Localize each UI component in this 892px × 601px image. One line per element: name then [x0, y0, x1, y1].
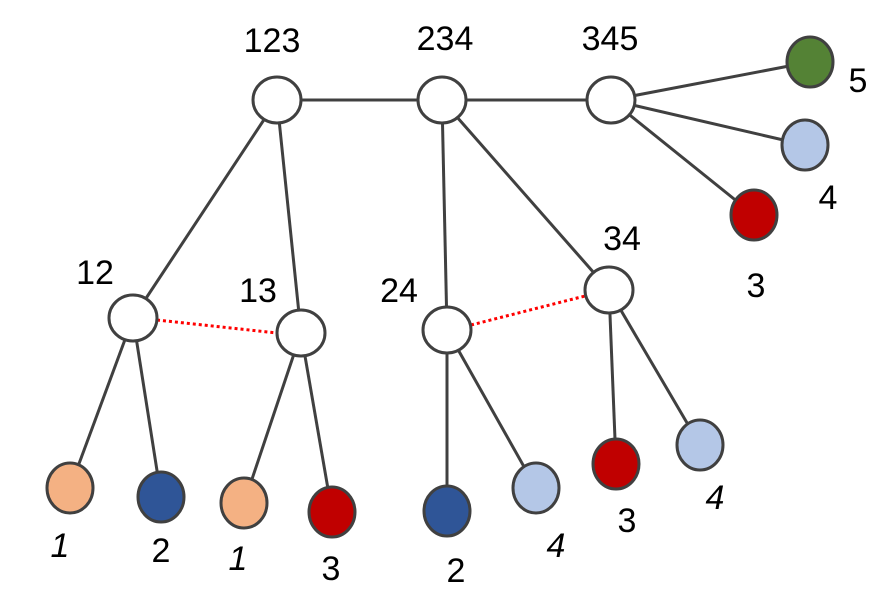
dotted-link-24-34: [470, 294, 586, 327]
node-123: [251, 75, 303, 125]
node-34: [583, 265, 635, 315]
edge-12-1: [68, 317, 135, 489]
leaf-lightblue-4: [675, 418, 725, 472]
label-34: 34: [603, 220, 641, 258]
dotted-link-12-13: [156, 318, 278, 335]
label-234: 234: [417, 20, 474, 58]
leaf-blue-2: [136, 470, 186, 524]
labels: 123 234 345 12 13 24 34 5 4 3 1 2 1 3 2 …: [51, 20, 868, 590]
edge-34-3: [607, 289, 618, 465]
edge-345-4: [610, 98, 806, 147]
label-4: 4: [547, 527, 566, 565]
edge-24-4: [445, 329, 538, 489]
label-123: 123: [244, 22, 301, 60]
leaf-red-3: [729, 188, 779, 242]
label-13: 13: [239, 272, 277, 310]
leaf-peach-1: [219, 476, 269, 530]
edge-345-5: [610, 60, 811, 102]
edge-34-4: [607, 289, 702, 446]
edge-13-1: [242, 332, 303, 504]
label-5: 5: [849, 62, 868, 100]
edge-12-2: [131, 317, 163, 497]
edge-345-3: [610, 98, 755, 217]
edge-13-3: [299, 332, 334, 513]
edge-123-13: [275, 99, 303, 334]
label-12: 12: [76, 254, 114, 292]
node-13: [275, 308, 327, 358]
label-3: 3: [322, 550, 341, 588]
label-1: 1: [51, 527, 70, 565]
node-345: [585, 75, 637, 125]
label-3: 3: [747, 267, 766, 305]
label-3: 3: [618, 502, 637, 540]
label-4: 4: [706, 479, 725, 517]
label-2: 2: [447, 552, 466, 590]
edge-234-24: [440, 99, 449, 331]
leaf-blue-2: [422, 484, 472, 538]
label-345: 345: [582, 20, 639, 58]
node-234: [416, 75, 468, 125]
node-24: [421, 305, 473, 355]
label-2: 2: [152, 532, 171, 570]
edges: [68, 60, 811, 513]
label-24: 24: [380, 272, 418, 310]
leaf-lightblue-4: [780, 118, 830, 172]
leaf-red-3: [591, 437, 641, 491]
leaf-peach-1: [45, 461, 95, 515]
leaf-lightblue-4: [511, 461, 561, 515]
label-1: 1: [229, 540, 248, 578]
node-12: [107, 293, 159, 343]
label-4: 4: [819, 179, 838, 217]
edge-123-12: [131, 99, 279, 319]
leaf-green-5: [785, 35, 835, 89]
nodes: [45, 35, 835, 539]
leaf-red-3: [307, 485, 357, 539]
edge-234-34: [440, 99, 611, 291]
